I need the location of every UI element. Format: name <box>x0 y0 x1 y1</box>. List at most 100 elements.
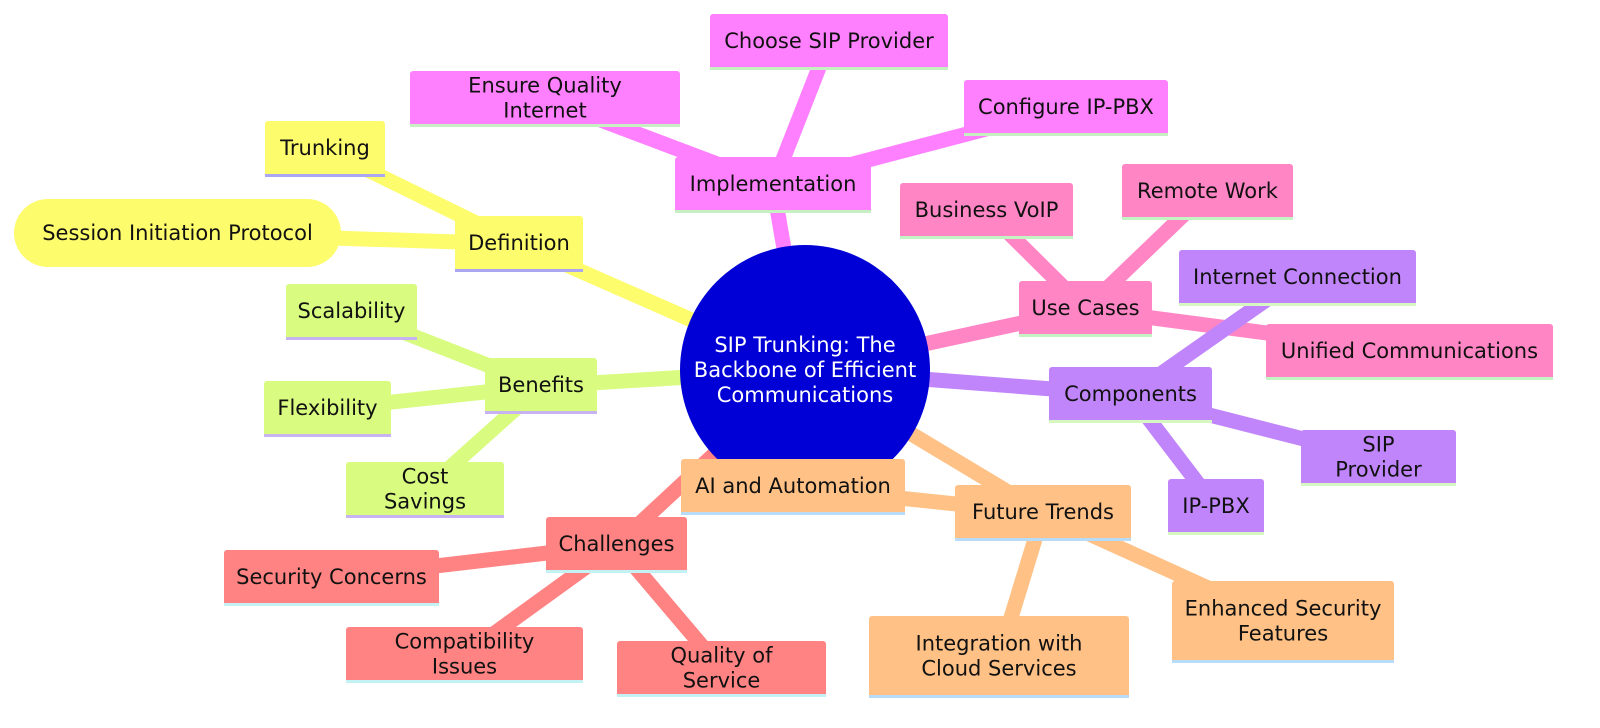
branch-implementation-underline <box>675 210 871 213</box>
node-future_trends-1-shape <box>1172 581 1394 663</box>
node-benefits-0-label: Scalability <box>298 299 406 323</box>
branch-challenges-label: Challenges <box>559 532 675 556</box>
node-components-1-shape <box>1301 430 1456 486</box>
node-use_cases-0-shape <box>900 183 1073 239</box>
node-components-0-underline <box>1179 303 1416 306</box>
node-implementation-2[interactable]: Configure IP-PBX <box>964 80 1168 136</box>
node-definition-0-shape <box>265 121 385 177</box>
branch-components[interactable]: Components <box>1049 367 1212 423</box>
branch-benefits-underline <box>485 411 597 414</box>
node-benefits-2-underline <box>346 515 504 518</box>
node-implementation-2-label: Configure IP-PBX <box>978 95 1154 119</box>
branch-future_trends-label: Future Trends <box>972 500 1114 524</box>
node-challenges-0-shape <box>224 550 439 606</box>
branch-implementation-label: Implementation <box>690 172 857 196</box>
node-definition-0-underline <box>265 174 385 177</box>
node-future_trends-1-underline <box>1172 660 1394 663</box>
node-challenges-2-shape <box>617 641 826 697</box>
node-components-0-label: Internet Connection <box>1193 265 1402 289</box>
node-challenges-0-underline <box>224 603 439 606</box>
node-benefits-1-label: Flexibility <box>277 396 377 420</box>
branch-components-underline <box>1049 420 1212 423</box>
node-challenges-2-underline <box>617 694 826 697</box>
node-future_trends-0-shape <box>681 459 905 515</box>
node-benefits-1-underline <box>264 434 391 437</box>
node-benefits-1[interactable]: Flexibility <box>264 381 391 437</box>
node-components-2-underline <box>1168 532 1264 535</box>
node-definition-1[interactable]: Session Initiation Protocol <box>14 199 341 267</box>
node-challenges-0[interactable]: Security Concerns <box>224 550 439 606</box>
branch-challenges[interactable]: Challenges <box>546 517 687 573</box>
node-use_cases-1[interactable]: Remote Work <box>1122 164 1293 220</box>
node-implementation-1[interactable]: Choose SIP Provider <box>710 14 948 70</box>
branch-implementation[interactable]: Implementation <box>675 157 871 213</box>
node-use_cases-1-underline <box>1122 217 1293 220</box>
node-challenges-0-label: Security Concerns <box>236 565 427 589</box>
node-benefits-0-underline <box>286 337 417 340</box>
node-implementation-2-shape <box>964 80 1168 136</box>
node-future_trends-2-underline <box>869 695 1129 698</box>
branch-future_trends-shape <box>955 485 1131 541</box>
branch-components-label: Components <box>1064 382 1197 406</box>
branch-future_trends-underline <box>955 538 1131 541</box>
branch-benefits-label: Benefits <box>498 373 584 397</box>
node-implementation-0-underline <box>410 124 680 127</box>
branch-benefits[interactable]: Benefits <box>485 358 597 414</box>
node-use_cases-1-label: Remote Work <box>1137 179 1279 203</box>
node-future_trends-0-underline <box>681 512 905 515</box>
node-components-0-shape <box>1179 250 1416 306</box>
branch-benefits-shape <box>485 358 597 414</box>
node-implementation-1-label: Choose SIP Provider <box>724 29 934 53</box>
node-use_cases-2[interactable]: Unified Communications <box>1266 324 1553 380</box>
branch-definition[interactable]: Definition <box>455 216 583 272</box>
node-benefits-0-shape <box>286 284 417 340</box>
node-use_cases-0[interactable]: Business VoIP <box>900 183 1073 239</box>
branch-definition-shape <box>455 216 583 272</box>
node-future_trends-0-label: AI and Automation <box>695 474 891 498</box>
node-use_cases-0-underline <box>900 236 1073 239</box>
branch-definition-underline <box>455 269 583 272</box>
branch-use_cases-label: Use Cases <box>1031 296 1139 320</box>
node-future_trends-2-shape <box>869 616 1129 698</box>
node-components-2-shape <box>1168 479 1264 535</box>
node-challenges-1-underline <box>346 680 583 683</box>
node-future_trends-0[interactable]: AI and Automation <box>681 459 905 515</box>
node-implementation-2-underline <box>964 133 1168 136</box>
branch-definition-label: Definition <box>468 231 570 255</box>
node-implementation-0-shape <box>410 71 680 127</box>
branch-challenges-shape <box>546 517 687 573</box>
branch-future_trends[interactable]: Future Trends <box>955 485 1131 541</box>
branch-implementation-shape <box>675 157 871 213</box>
node-use_cases-2-underline <box>1266 377 1553 380</box>
node-benefits-0[interactable]: Scalability <box>286 284 417 340</box>
branch-components-shape <box>1049 367 1212 423</box>
node-definition-1-shape <box>14 199 341 267</box>
node-implementation-1-shape <box>710 14 948 70</box>
branch-use_cases-shape <box>1019 281 1152 337</box>
node-use_cases-1-shape <box>1122 164 1293 220</box>
branch-use_cases-underline <box>1019 334 1152 337</box>
node-components-0[interactable]: Internet Connection <box>1179 250 1416 306</box>
node-components-2[interactable]: IP-PBX <box>1168 479 1264 535</box>
node-definition-0[interactable]: Trunking <box>265 121 385 177</box>
branch-use_cases[interactable]: Use Cases <box>1019 281 1152 337</box>
node-implementation-1-underline <box>710 67 948 70</box>
